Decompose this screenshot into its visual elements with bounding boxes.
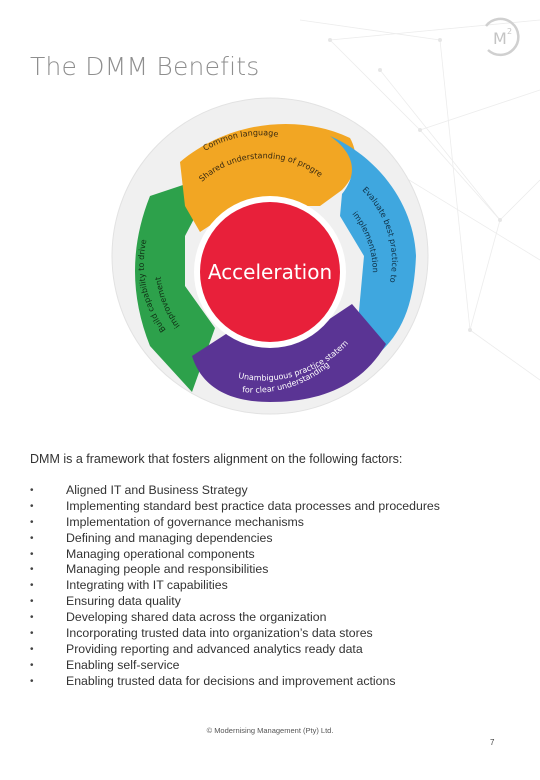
acceleration-core xyxy=(200,202,340,342)
list-item: • Aligned IT and Business Strategy xyxy=(30,483,440,499)
list-item-text: Incorporating trusted data into organiza… xyxy=(66,626,373,641)
list-item: • Ensuring data quality xyxy=(30,594,440,610)
segment-blue xyxy=(330,136,416,356)
bullet: • xyxy=(30,485,34,496)
list-item-text: Integrating with IT capabilities xyxy=(66,578,228,593)
svg-text:2: 2 xyxy=(507,27,512,36)
list-item: • Providing reporting and advanced analyt… xyxy=(30,642,440,658)
list-item-text: Managing operational components xyxy=(66,546,255,561)
factor-list: • Aligned IT and Business Strategy • Imple… xyxy=(30,483,440,690)
bullet: • xyxy=(30,532,34,544)
list-item-text: Ensuring data quality xyxy=(66,594,181,609)
page-number: 7 xyxy=(490,738,495,747)
core-label: Acceleration xyxy=(208,260,332,284)
intro-text: DMM is a framework that fosters alignmen… xyxy=(30,452,403,466)
list-item-text: Implementing standard best practice data… xyxy=(66,498,440,513)
list-item-text: Enabling trusted data for decisions and … xyxy=(66,673,396,688)
list-item: • Managing people and responsibilities xyxy=(30,562,440,578)
bullet: • xyxy=(30,596,34,608)
list-item-text: Defining and managing dependencies xyxy=(66,530,273,545)
list-item-text: Developing shared data across the organi… xyxy=(66,610,327,625)
dmm-cycle-diagram: Acceleration Common language Shared unde… xyxy=(110,96,429,415)
list-item-text: Implementation of governance mechanisms xyxy=(66,514,304,529)
list-item-text: Managing people and responsibilities xyxy=(66,562,269,577)
bullet: • xyxy=(30,500,34,512)
segment-orange xyxy=(180,123,356,232)
list-item: • Implementation of governance mechanisms xyxy=(30,515,440,531)
list-item: • Enabling self-service xyxy=(30,658,440,674)
list-item: • Enabling trusted data for decisions and… xyxy=(30,674,440,690)
bullet: • xyxy=(30,564,34,576)
bullet: • xyxy=(30,580,34,592)
segment-purple xyxy=(192,304,386,402)
bullet: • xyxy=(30,675,34,687)
svg-text:M: M xyxy=(493,29,507,48)
list-item-text: Aligned IT and Business Strategy xyxy=(66,483,248,497)
list-item: • Implementing standard best practice dat… xyxy=(30,499,440,515)
list-item-text: Enabling self-service xyxy=(66,657,180,672)
list-item: • Defining and managing dependencies xyxy=(30,531,440,547)
bullet: • xyxy=(30,643,34,655)
footer-copyright: © Modernising Management (Pty) Ltd. xyxy=(206,726,334,735)
list-item: • Developing shared data across the organ… xyxy=(30,610,440,626)
bullet: • xyxy=(30,612,34,624)
bullet: • xyxy=(30,516,34,528)
page-title: The DMM Benefits xyxy=(30,52,260,81)
list-item: • Incorporating trusted data into organiz… xyxy=(30,626,440,642)
list-item: • Managing operational components xyxy=(30,547,440,563)
bullet: • xyxy=(30,659,34,671)
list-item: • Integrating with IT capabilities xyxy=(30,578,440,594)
segment-green xyxy=(135,182,215,392)
bullet: • xyxy=(30,548,34,560)
bullet: • xyxy=(30,628,34,640)
list-item-text: Providing reporting and advanced analyti… xyxy=(66,641,363,656)
m2-logo: M 2 xyxy=(485,17,520,57)
